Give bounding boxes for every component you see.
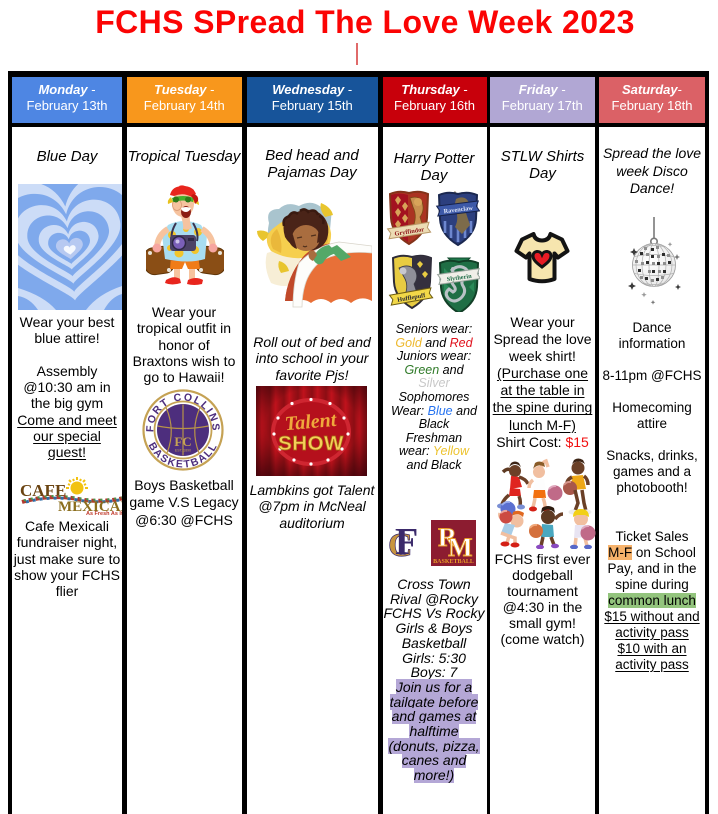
svg-text:FC: FC [174,434,191,449]
svg-text:BASKETBALL: BASKETBALL [433,559,474,565]
svg-text:MEXICAL: MEXICAL [58,499,122,515]
svg-text:F: F [395,524,418,563]
svg-text:R: R [438,523,457,552]
svg-text:SHOW: SHOW [278,432,344,455]
svg-text:Ravenclaw: Ravenclaw [443,205,473,216]
svg-text:CAFE: CAFE [20,481,66,500]
svg-text:Talent: Talent [284,409,339,436]
svg-text:EST. 1890: EST. 1890 [175,449,191,453]
svg-text:C: C [389,527,413,563]
svg-text:Gryffindor: Gryffindor [394,226,425,238]
svg-text:Slytherin: Slytherin [446,273,472,283]
svg-text:M: M [448,533,473,562]
svg-text:As Fresh As It: As Fresh As It [86,511,122,515]
svg-text:Hufflepuff: Hufflepuff [397,292,427,304]
